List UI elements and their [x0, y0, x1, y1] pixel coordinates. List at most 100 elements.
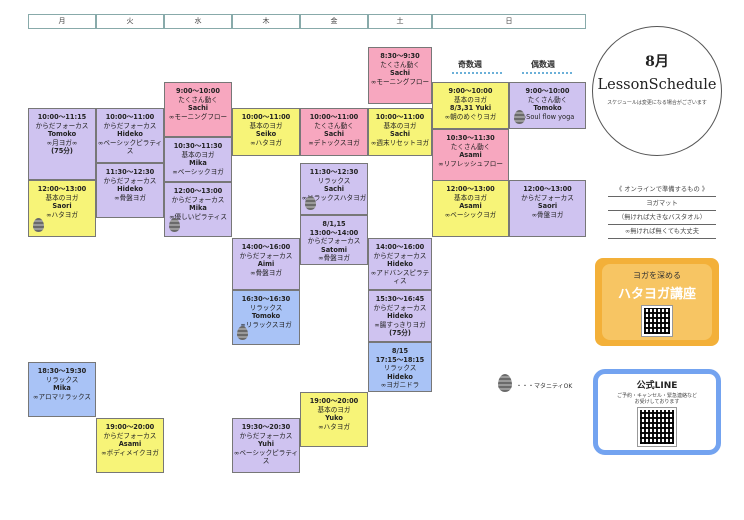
class-coach: Sachi	[389, 69, 411, 78]
odd-week-wave	[452, 68, 502, 74]
class-time: 10:00～11:15	[37, 113, 87, 121]
even-week-label: 偶数週	[531, 60, 555, 69]
class-coach: Seiko	[255, 130, 277, 139]
class-coach: Tomoko	[47, 130, 77, 139]
class-time: 15:30～16:45	[375, 295, 425, 303]
class-name: ∞ハタヨガ	[46, 210, 78, 219]
class-title: リラックス	[45, 375, 79, 384]
day-header-thu: 木	[232, 14, 300, 29]
class-name: ∞骨盤ヨガ	[250, 268, 282, 277]
line-qr-code[interactable]	[637, 407, 677, 447]
class-title: たくさん動く	[450, 142, 491, 151]
class-title: からだフォーカス	[239, 431, 293, 440]
day-header-tue: 火	[96, 14, 164, 29]
class-coach: Tomoko	[251, 312, 281, 321]
class-coach: Asami	[118, 440, 142, 449]
class-title: からだフォーカス	[373, 251, 427, 260]
class-name: ∞モーニングフロー	[168, 112, 228, 121]
class-coach: Sachi	[389, 130, 411, 139]
class-title: 基本のヨガ	[454, 193, 487, 202]
class-coach: Aimi	[257, 260, 275, 269]
class-title: リラックス	[317, 176, 351, 185]
class-title: リラックス	[383, 364, 417, 373]
class-coach: Mika	[53, 384, 71, 393]
class-note: (75分)	[51, 147, 73, 156]
class-name: ∞優しいピラティス	[169, 212, 227, 221]
class-title: たくさん動く	[178, 95, 218, 104]
class-coach: Hideko	[387, 372, 413, 381]
class-time: 10:00～11:00	[241, 113, 291, 121]
class-time: 12:00～13:00	[37, 185, 87, 193]
class-name: ∞ベーシックヨガ	[444, 210, 497, 219]
official-line-card[interactable]: 公式LINE ご予約・キャンセル・緊急連絡など お受けしております	[593, 369, 721, 455]
class-time: 19:30～20:30	[241, 423, 291, 431]
day-header-fri: 金	[300, 14, 368, 29]
class-coach: 8/3,31 Yuki	[449, 104, 492, 113]
class-title: リラックス	[249, 303, 283, 312]
day-header-wed: 水	[164, 14, 232, 29]
class-name: ∞朝のめぐりヨガ	[444, 112, 497, 121]
class-coach: Sachi	[323, 130, 345, 139]
class-title: からだフォーカス	[307, 237, 361, 246]
online-prep-towel: （無ければ大きなバスタオル）	[608, 211, 716, 225]
class-note: (75分)	[389, 329, 411, 338]
class-name: ∞ベーシックピラティス	[97, 138, 163, 156]
title-circle: 8月 LessonSchedule スケジュールは変更になる場合がございます	[592, 26, 722, 156]
maternity-egg-icon	[169, 218, 180, 232]
class-title: 基本のヨガ	[454, 95, 487, 104]
maternity-legend: ・・・マタニティOK	[516, 383, 573, 390]
class-time: 8/15	[391, 347, 409, 355]
class-time: 8:30～9:30	[380, 52, 420, 60]
class-title: 基本のヨガ	[317, 405, 351, 414]
class-coach: Hideko	[387, 312, 413, 321]
month-title: 8月	[645, 54, 669, 70]
class-coach: Saori	[537, 202, 558, 211]
class-time: 18:30～19:30	[37, 367, 87, 375]
hatha-course-card[interactable]: ヨガを深める ハタヨガ講座	[595, 258, 719, 346]
class-time: 9:00～10:00	[176, 87, 220, 95]
class-time2: 17:15～18:15	[375, 355, 425, 364]
day-header-mon: 月	[28, 14, 96, 29]
class-time: 10:00～11:00	[105, 113, 155, 121]
class-time: 10:30～11:30	[173, 142, 223, 150]
class-name: ∞リラックスハタヨガ	[301, 193, 367, 202]
class-name: ∞ベーシックピラティス	[233, 448, 299, 466]
class-coach: Mika	[189, 204, 207, 213]
hatha-qr-code[interactable]	[641, 305, 673, 337]
hatha-course-title: ハタヨガ講座	[617, 287, 696, 302]
class-name: ∞骨盤ヨガ	[114, 193, 146, 202]
class-time: 14:00～16:00	[375, 243, 425, 251]
class-name: ∞ベーシックヨガ	[172, 167, 224, 176]
day-header-sat: 土	[368, 14, 432, 29]
class-title: 基本のヨガ	[181, 150, 215, 159]
maternity-egg-icon	[33, 218, 44, 232]
class-coach: Asami	[459, 202, 482, 211]
